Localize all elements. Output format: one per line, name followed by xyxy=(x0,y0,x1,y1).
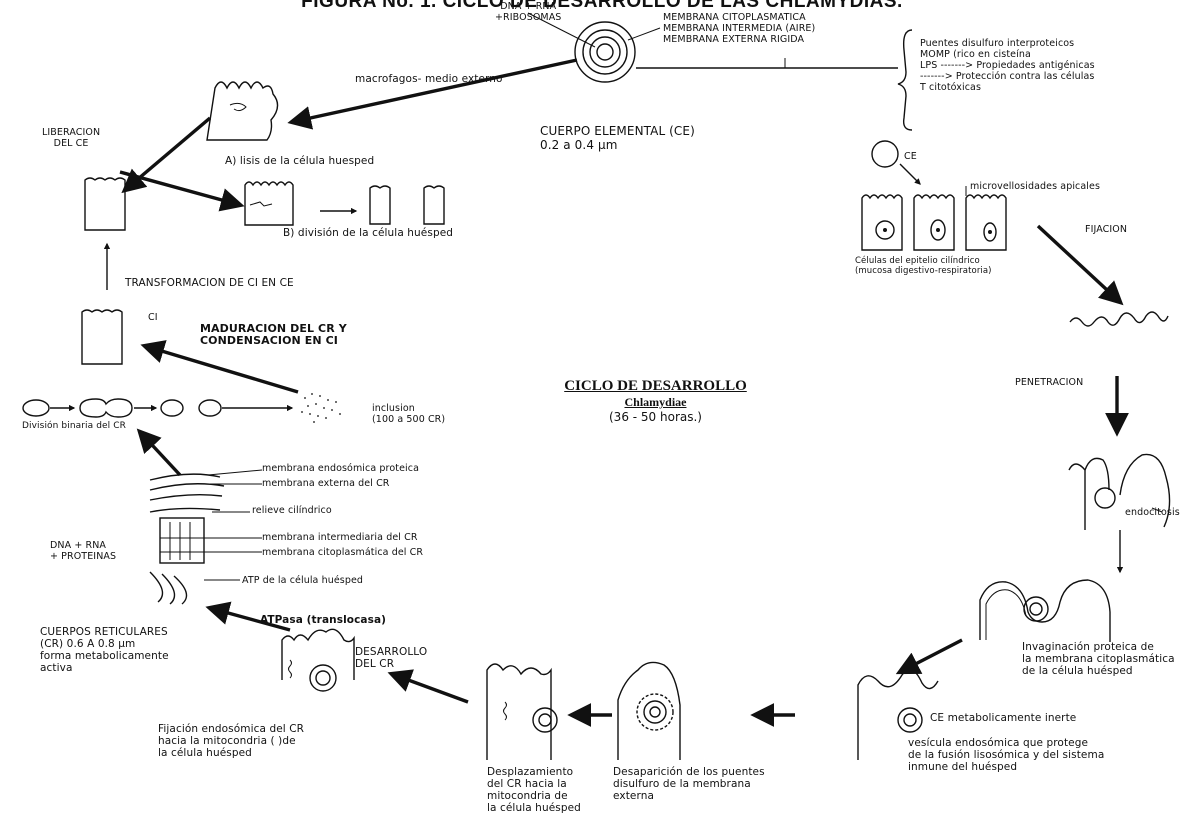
label-division-binaria: División binaria del CR xyxy=(22,421,126,432)
desarrollo-cr-cell-icon xyxy=(282,629,354,691)
fijacion-membrane-icon xyxy=(1070,312,1168,326)
label-vesicula: vesícula endosómica que protege de la fu… xyxy=(908,737,1104,773)
label-transformacion: TRANSFORMACION DE CI EN CE xyxy=(125,277,294,289)
center-duration: (36 - 50 horas.) xyxy=(548,410,763,424)
arrow-desplazamiento xyxy=(392,674,468,702)
label-liberacion: LIBERACION DEL CE xyxy=(42,127,100,149)
arrow-ce-to-macrofago xyxy=(292,60,577,122)
epithelium-cells-icon xyxy=(862,141,1006,250)
label-maduracion: MADURACION DEL CR Y CONDENSACION EN CI xyxy=(200,323,347,347)
label-membrana-endosomica: membrana endosómica proteica xyxy=(262,463,419,474)
label-dna-rna-ribosomas: DNA + RNA +RIBOSOMAS xyxy=(495,1,561,23)
macrofago-content xyxy=(230,103,246,110)
label-fijacion-endosomica: Fijación endosómica del CR hacia la mito… xyxy=(158,723,304,759)
label-relieve: relieve cilíndrico xyxy=(252,505,332,516)
label-ci: CI xyxy=(148,312,158,323)
endocitosis-cell-icon xyxy=(1069,454,1170,530)
label-microvellosidades: microvellosidades apicales xyxy=(970,181,1100,192)
label-dna-rna-proteinas: DNA + RNA + PROTEINAS xyxy=(50,540,116,562)
label-bridges: Puentes disulfuro interproteicos MOMP (r… xyxy=(920,38,1095,93)
label-lisis: A) lisis de la célula huesped xyxy=(225,155,374,167)
label-fijacion: FIJACION xyxy=(1085,224,1127,235)
label-invaginacion: Invaginación proteica de la membrana cit… xyxy=(1022,641,1175,677)
desplazamiento-cell-icon xyxy=(487,664,557,760)
label-atp: ATP de la célula huésped xyxy=(242,575,363,586)
binary-division-icons xyxy=(23,399,292,417)
label-cuerpos-reticulares: CUERPOS RETICULARES (CR) 0.6 A 0.8 µm fo… xyxy=(40,626,169,674)
label-ce: CE xyxy=(904,151,917,162)
arrow-fijacion xyxy=(1038,226,1120,302)
arrow-cr-to-division xyxy=(140,432,180,475)
ce-host-cell-icon xyxy=(85,178,125,230)
label-division-celula: B) división de la célula huésped xyxy=(283,227,453,239)
label-cuerpo-elemental: CUERPO ELEMENTAL (CE) 0.2 a 0.4 µm xyxy=(540,124,695,152)
ci-host-cell-icon xyxy=(82,310,122,364)
invaginacion-cell-icon xyxy=(980,580,1110,642)
division-cells-icon xyxy=(245,182,444,225)
macrofago-cell-icon xyxy=(207,82,278,140)
label-ce-inerte: CE metabolicamente inerte xyxy=(930,712,1076,724)
label-atpasa: ATPasa (translocasa) xyxy=(260,614,386,626)
desaparicion-cell-icon xyxy=(618,662,680,760)
label-inclusion: inclusion (100 a 500 CR) xyxy=(372,403,445,425)
inclusion-icon xyxy=(301,393,341,423)
pointer-membranes xyxy=(628,28,660,40)
label-membranes: MEMBRANA CITOPLASMATICA MEMBRANA INTERME… xyxy=(663,12,815,45)
arrow-to-division xyxy=(120,172,240,205)
label-membrana-intermediaria: membrana intermediaria del CR xyxy=(262,532,418,543)
arrow-maduracion xyxy=(145,346,298,392)
elementary-body-icon xyxy=(575,22,635,82)
brace-bridges xyxy=(898,30,912,130)
label-membrana-externa-cr: membrana externa del CR xyxy=(262,478,390,489)
center-title-block: CICLO DE DESARROLLO Chlamydiae (36 - 50 … xyxy=(548,378,763,424)
label-penetracion: PENETRACION xyxy=(1015,377,1083,388)
label-macrofagos: macrofagos- medio externo xyxy=(355,73,503,85)
center-organism: Chlamydiae xyxy=(548,395,763,410)
label-endocitosis: endocitosis xyxy=(1125,507,1180,518)
label-desarrollo-cr: DESARROLLO DEL CR xyxy=(355,646,427,670)
arrow-invaginacion xyxy=(900,640,962,672)
label-celulas-epitelio: Células del epitelio cilíndrico (mucosa … xyxy=(855,256,992,276)
arrow-to-liberacion xyxy=(125,118,210,190)
center-heading: CICLO DE DESARROLLO xyxy=(548,378,763,395)
label-desaparicion: Desaparición de los puentes disulfuro de… xyxy=(613,766,765,802)
label-membrana-citoplasmatica: membrana citoplasmática del CR xyxy=(262,547,423,558)
label-desplazamiento: Desplazamiento del CR hacia la mitocondr… xyxy=(487,766,581,814)
